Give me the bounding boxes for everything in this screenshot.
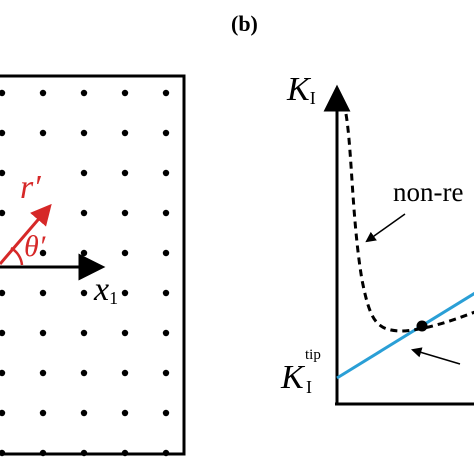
lattice-dot: [39, 329, 47, 337]
lattice-dot: [121, 369, 129, 377]
tip-superscript: tip: [305, 347, 321, 363]
y-axis-subscript: I: [310, 88, 316, 108]
lattice-dot: [0, 409, 6, 417]
lattice-dot: [80, 89, 88, 97]
lattice-dots: [0, 89, 170, 457]
lattice-dot: [162, 369, 170, 377]
lattice-dot: [162, 409, 170, 417]
lattice-dot: [80, 249, 88, 257]
radius-arrow: [0, 203, 52, 265]
x1-axis-letter: x: [93, 271, 109, 308]
dashed-curve: [344, 113, 474, 333]
lattice-dot: [162, 129, 170, 137]
lattice-dot: [121, 329, 129, 337]
lattice-dot: [162, 329, 170, 337]
lattice-dot: [0, 369, 6, 377]
line-annotation-arrow: [410, 347, 461, 365]
lattice-dot: [0, 329, 6, 337]
panel-label: (b): [231, 11, 258, 36]
lattice-dot: [39, 249, 47, 257]
lattice-dot: [39, 409, 47, 417]
x1-axis-subscript: 1: [109, 288, 118, 308]
lattice-dot: [80, 289, 88, 297]
lattice-dot: [80, 129, 88, 137]
right-panel: KI K tip I non-re: [280, 71, 474, 406]
lattice-dot: [121, 89, 129, 97]
angle-label: θ′: [24, 230, 46, 263]
lattice-dot: [121, 129, 129, 137]
tip-label: K: [280, 359, 306, 396]
lattice-dot: [121, 409, 129, 417]
curve-annotation: non-re: [393, 177, 463, 207]
lattice-dot: [0, 129, 6, 137]
lattice-dot: [162, 89, 170, 97]
lattice-dot: [80, 209, 88, 217]
tip-label-letter: K: [280, 359, 306, 396]
lattice-dot: [121, 249, 129, 257]
lattice-dot: [121, 209, 129, 217]
lattice-dot: [0, 209, 6, 217]
angle-arc: [10, 246, 24, 266]
lattice-dot: [0, 169, 6, 177]
tip-line: [336, 291, 474, 380]
lattice-dot: [162, 209, 170, 217]
left-panel: r′ θ′ x1: [0, 74, 186, 457]
lattice-dot: [39, 449, 47, 457]
lattice-dot: [162, 449, 170, 457]
lattice-dot: [80, 409, 88, 417]
lattice-dot: [162, 249, 170, 257]
lattice-dot: [39, 289, 47, 297]
lattice-dot: [39, 369, 47, 377]
lattice-dot: [121, 289, 129, 297]
lattice-dot: [162, 169, 170, 177]
y-axis-letter: K: [286, 71, 312, 108]
tip-subscript: I: [306, 377, 312, 397]
x1-axis-label: x1: [93, 271, 118, 308]
lattice-dot: [0, 449, 6, 457]
lattice-dot: [80, 369, 88, 377]
lattice-dot: [39, 129, 47, 137]
lattice-dot: [162, 289, 170, 297]
lattice-dot: [0, 89, 6, 97]
radius-label: r′: [20, 169, 41, 206]
lattice-dot: [121, 169, 129, 177]
lattice-dot: [0, 289, 6, 297]
lattice-dot: [121, 449, 129, 457]
lattice-border: [0, 74, 186, 456]
lattice-dot: [80, 449, 88, 457]
lattice-dot: [39, 89, 47, 97]
lattice-dot: [80, 329, 88, 337]
curve-point: [416, 320, 428, 332]
curve-annotation-arrow: [365, 213, 406, 243]
lattice-dot: [80, 169, 88, 177]
y-axis-label: KI: [286, 71, 316, 108]
